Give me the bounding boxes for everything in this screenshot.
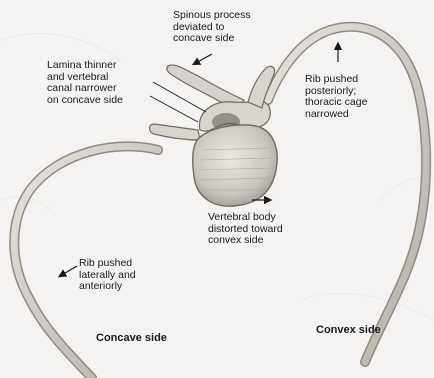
arrow-spinous: [194, 54, 212, 64]
vertebral-body: [193, 125, 277, 206]
label-spinous-process: Spinous process deviated to concave side: [173, 10, 293, 45]
label-rib-posterior: Rib pushed posteriorly; thoracic cage na…: [305, 74, 405, 120]
label-lamina: Lamina thinner and vertebral canal narro…: [47, 60, 162, 106]
label-rib-lateral: Rib pushed laterally and anteriorly: [79, 258, 169, 293]
left-transverse-process: [150, 124, 201, 140]
label-concave-side: Concave side: [96, 332, 167, 344]
label-vertebral-body: Vertebral body distorted toward convex s…: [208, 212, 328, 247]
arrow-rib-lateral: [60, 266, 77, 276]
label-convex-side: Convex side: [316, 324, 381, 336]
